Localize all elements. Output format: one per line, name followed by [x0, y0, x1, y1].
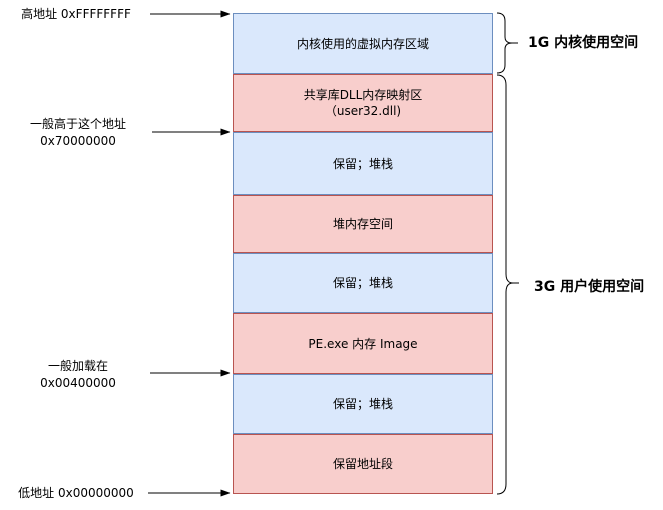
block-reserved-stack-upper-label: 保留；堆栈 [332, 156, 393, 171]
block-pe-image: PE.exe 内存 Image [233, 313, 493, 374]
block-heap-label: 堆内存空间 [332, 217, 393, 231]
block-kernel-region-label: 内核使用的虚拟内存区域 [296, 36, 429, 51]
block-dll-mapping-label: 共享库DLL内存映射区 [303, 88, 423, 102]
label-pe-load-line1: 一般加载在 [47, 359, 108, 373]
brace-user-space-icon [496, 74, 514, 495]
block-reserved-address-label: 保留地址段 [332, 457, 393, 471]
block-kernel-region: 内核使用的虚拟内存区域 [233, 13, 493, 74]
label-dll-base-address: 一般高于这个地址 0x70000000 [18, 116, 138, 150]
label-pe-load-address: 一般加载在 0x00400000 [18, 358, 138, 392]
block-reserved-address: 保留地址段 [233, 434, 493, 494]
block-reserved-stack-lower: 保留；堆栈 [233, 374, 493, 434]
block-reserved-stack-upper: 保留；堆栈 [233, 132, 493, 195]
label-user-space: 3G 用户使用空间 [534, 279, 645, 295]
block-pe-image-label: PE.exe 内存 Image [308, 336, 418, 351]
block-heap: 堆内存空间 [233, 195, 493, 253]
block-dll-mapping: 共享库DLL内存映射区 （user32.dll) [233, 74, 493, 132]
label-pe-load-line2: 0x00400000 [40, 376, 116, 390]
block-reserved-stack-middle: 保留；堆栈 [233, 253, 493, 313]
label-dll-base-line2: 0x70000000 [40, 134, 116, 148]
label-kernel-space: 1G 内核使用空间 [528, 35, 639, 51]
label-low-address-text: 低地址 0x00000000 [18, 486, 134, 500]
label-high-address-text: 高地址 0xFFFFFFFF [21, 7, 131, 21]
label-high-address: 高地址 0xFFFFFFFF [8, 6, 144, 23]
block-reserved-stack-middle-label: 保留；堆栈 [332, 276, 393, 290]
label-dll-base-line1: 一般高于这个地址 [29, 117, 126, 131]
brace-kernel-space-icon [496, 12, 513, 74]
label-low-address: 低地址 0x00000000 [8, 485, 144, 502]
block-dll-mapping-sublabel: （user32.dll) [324, 104, 402, 118]
block-reserved-stack-lower-label: 保留；堆栈 [332, 397, 393, 411]
